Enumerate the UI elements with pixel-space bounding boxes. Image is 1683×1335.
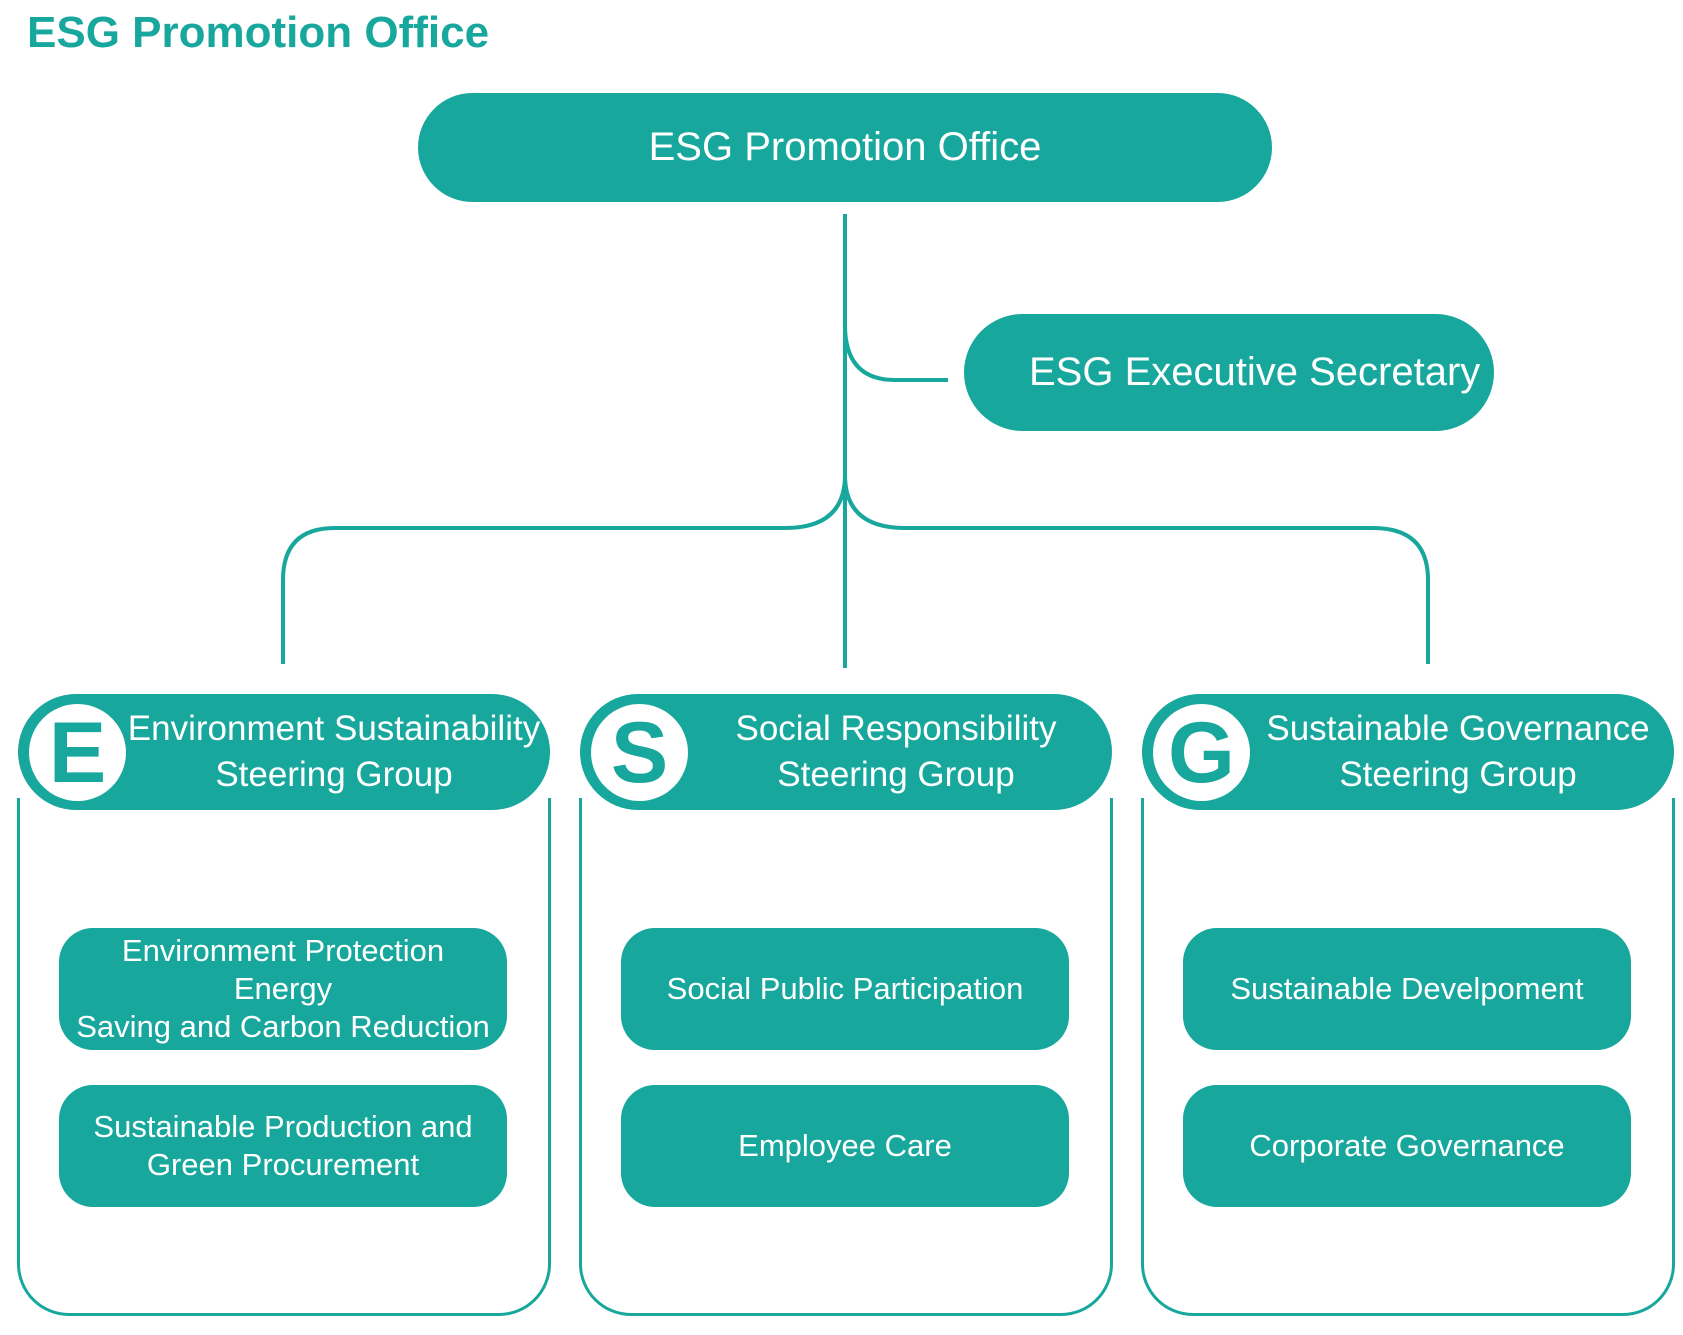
node-esg-promotion-office: ESG Promotion Office [418,93,1272,202]
unit-environment-protection: Environment Protection Energy Saving and… [59,928,507,1050]
letter-s-badge: S [591,704,688,801]
node-label: ESG Promotion Office [648,125,1042,169]
unit-label-line: Corporate Governance [1249,1128,1565,1163]
group-title-line: Sustainable Governance [1266,709,1650,748]
node-esg-executive-secretary: ESG Executive Secretary [964,314,1494,431]
page-title: ESG Promotion Office [27,8,490,57]
connector-governance [843,474,1430,664]
letter-s: S [610,704,669,801]
group-header-environment: E Environment Sustainability Steering Gr… [18,694,550,810]
unit-label-line: Environment Protection Energy [121,933,445,1006]
unit-label-line: Sustainable Production and [93,1109,473,1144]
connector-secretary [843,324,948,382]
group-title-line: Steering Group [1339,755,1577,794]
group-frame-environment [17,798,551,1316]
group-title-line: Environment Sustainability [127,709,541,748]
group-title-environment: Environment Sustainability Steering Grou… [126,694,542,810]
letter-g: G [1168,704,1235,801]
unit-label-line: Saving and Carbon Reduction [76,1009,490,1044]
unit-sustainable-development: Sustainable Develpoment [1183,928,1631,1050]
unit-label-line: Employee Care [738,1128,952,1163]
group-title-social: Social Responsibility Steering Group [688,694,1104,810]
unit-social-public-participation: Social Public Participation [621,928,1069,1050]
node-label: ESG Executive Secretary [1029,350,1481,394]
group-title-governance: Sustainable Governance Steering Group [1250,694,1666,810]
group-frame-social [579,798,1113,1316]
letter-e-badge: E [29,704,126,801]
unit-sustainable-production: Sustainable Production and Green Procure… [59,1085,507,1207]
unit-label-line: Green Procurement [146,1147,420,1182]
unit-employee-care: Employee Care [621,1085,1069,1207]
letter-e: E [48,704,107,801]
unit-corporate-governance: Corporate Governance [1183,1085,1631,1207]
letter-g-badge: G [1153,704,1250,801]
group-title-line: Steering Group [777,755,1015,794]
group-title-line: Steering Group [215,755,453,794]
connector-environment [281,474,847,664]
group-header-social: S Social Responsibility Steering Group [580,694,1112,810]
group-header-governance: G Sustainable Governance Steering Group [1142,694,1674,810]
group-title-line: Social Responsibility [735,709,1057,748]
group-frame-governance [1141,798,1675,1316]
unit-label-line: Social Public Participation [666,971,1024,1006]
unit-label-line: Sustainable Develpoment [1230,971,1584,1006]
